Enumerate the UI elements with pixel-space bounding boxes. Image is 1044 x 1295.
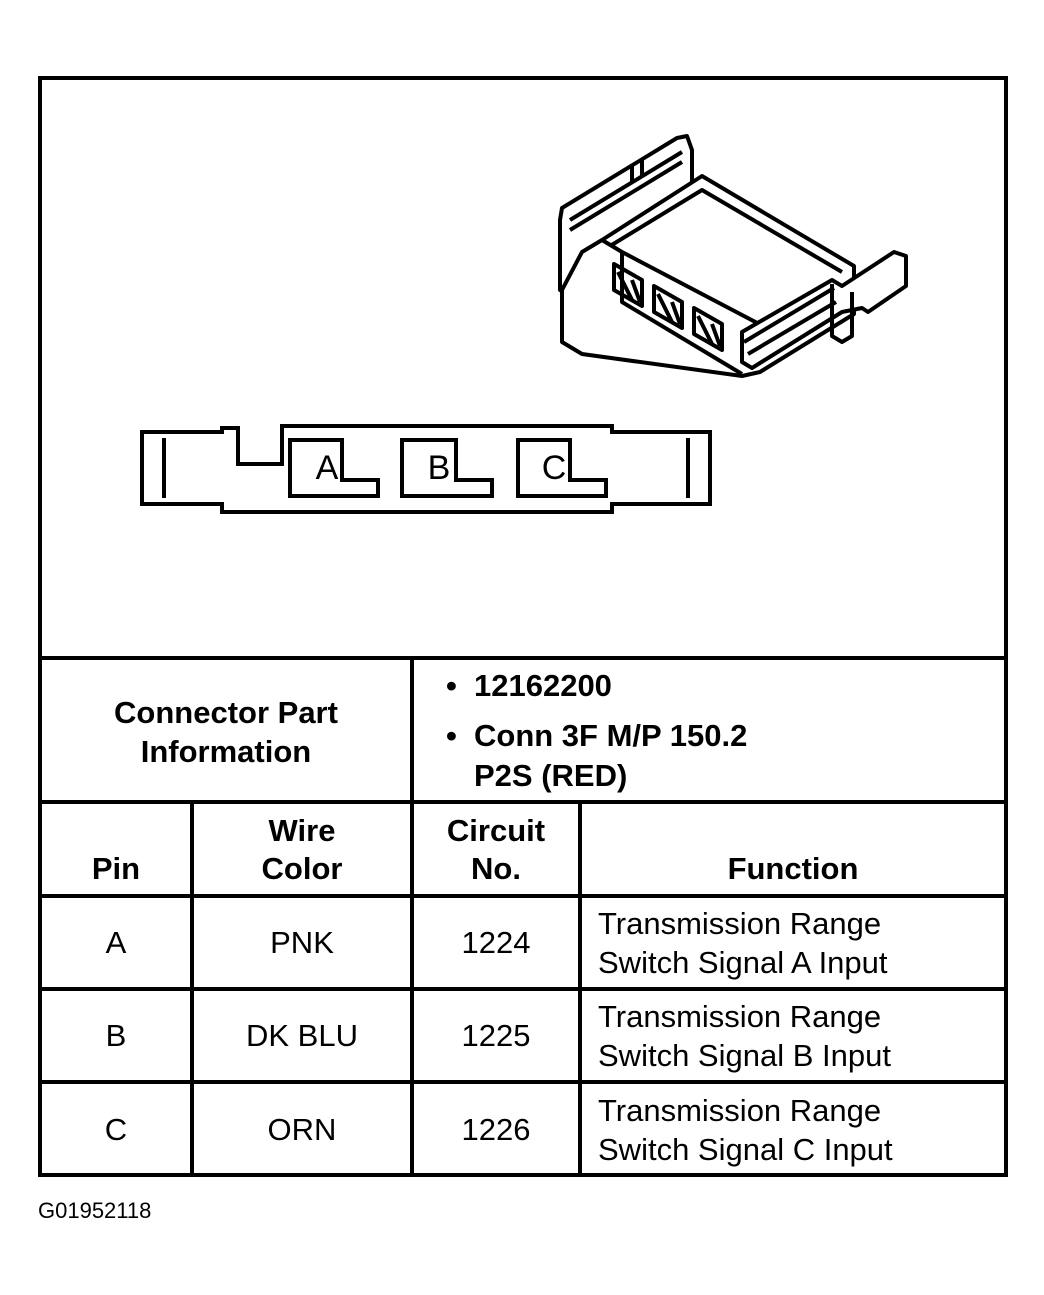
header-wire-color: Wire Color: [190, 802, 414, 898]
connector-part-label-line1: Connector Part: [114, 695, 338, 730]
connector-part-label: Connector Part Information: [42, 660, 414, 804]
cavity-label-c: C: [542, 449, 567, 487]
function-cell: Transmission Range Switch Signal C Input: [578, 1080, 1004, 1175]
part-number-item: • 12162200: [446, 666, 612, 706]
table-row: C ORN 1226 Transmission Range Switch Sig…: [42, 1080, 1004, 1175]
circuit-cell: 1225: [410, 987, 582, 1084]
connector-face-view: [140, 424, 712, 514]
circuit-cell: 1224: [410, 894, 582, 991]
header-function: Function: [578, 802, 1004, 898]
part-description-item: • Conn 3F M/P 150.2: [446, 716, 748, 756]
table-row: B DK BLU 1225 Transmission Range Switch …: [42, 987, 1004, 1084]
bullet-icon: •: [446, 718, 457, 753]
pin-cell: C: [42, 1080, 194, 1175]
part-description-item-cont: P2S (RED): [474, 756, 627, 796]
pin-cell: B: [42, 987, 194, 1084]
connector-part-info: • 12162200 • Conn 3F M/P 150.2 P2S (RED): [414, 660, 1004, 804]
pin-cell: A: [42, 894, 194, 991]
table-row: A PNK 1224 Transmission Range Switch Sig…: [42, 894, 1004, 991]
bullet-icon: •: [446, 668, 457, 703]
function-cell: Transmission Range Switch Signal B Input: [578, 987, 1004, 1084]
wire-color-cell: ORN: [190, 1080, 414, 1175]
part-number: 12162200: [474, 668, 612, 703]
connector-diagram: A B C: [42, 80, 1004, 656]
part-description-line1: Conn 3F M/P 150.2: [474, 718, 748, 753]
connector-info-frame: A B C Connector Part Information • 12162…: [38, 76, 1008, 1177]
pin-table-header: Pin Wire Color Circuit No. Function: [42, 802, 1004, 898]
connector-part-row: Connector Part Information • 12162200 • …: [42, 656, 1004, 804]
connector-part-label-line2: Information: [140, 734, 312, 769]
circuit-cell: 1226: [410, 1080, 582, 1175]
function-cell: Transmission Range Switch Signal A Input: [578, 894, 1004, 991]
connector-illustration: A B C: [140, 134, 908, 514]
connector-3d-view: [558, 134, 908, 378]
wire-color-cell: DK BLU: [190, 987, 414, 1084]
header-circuit: Circuit No.: [410, 802, 582, 898]
pin-table: Pin Wire Color Circuit No. Function A PN…: [42, 800, 1004, 1175]
figure-id: G01952118: [38, 1198, 152, 1223]
wire-color-cell: PNK: [190, 894, 414, 991]
cavity-label-b: B: [428, 449, 451, 487]
cavity-label-a: A: [316, 449, 339, 487]
header-pin: Pin: [42, 802, 194, 898]
part-description-line2: P2S (RED): [474, 758, 628, 793]
